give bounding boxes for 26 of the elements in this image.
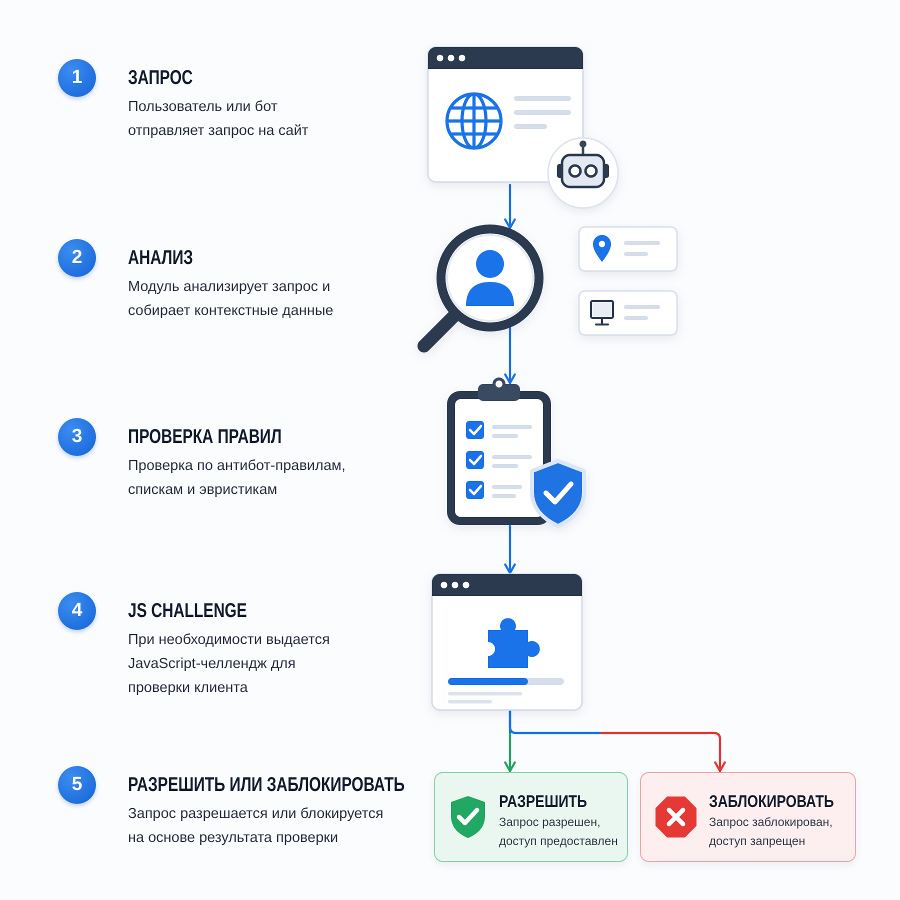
block-result-panel	[640, 772, 856, 862]
step-description: Модуль анализирует запрос и собирает контекстные данные	[128, 278, 334, 321]
step-title: ПРОВЕРКА ПРАВИЛ	[128, 425, 282, 449]
browser-puzzle-illustration	[430, 572, 584, 712]
arrow	[504, 524, 516, 574]
result-description: Запрос заблокирован, доступ запрещен	[709, 814, 834, 850]
step-description: Проверка по антибот-правилам, спискам и эвристикам	[128, 457, 347, 500]
step-title: JS CHALLENGE	[128, 599, 247, 623]
arrow	[508, 710, 726, 772]
step-title: АНАЛИЗ	[128, 246, 194, 270]
result-title: ЗАБЛОКИРОВАТЬ	[709, 792, 834, 812]
step-number: 2	[58, 239, 96, 277]
step-title: РАЗРЕШИТЬ ИЛИ ЗАБЛОКИРОВАТЬ	[128, 773, 405, 797]
step-title: ЗАПРОС	[128, 66, 193, 90]
result-description: Запрос разрешен, доступ предоставлен	[499, 814, 619, 850]
step-number: 3	[58, 418, 96, 456]
allow-result-panel	[434, 772, 628, 862]
arrow	[504, 326, 516, 384]
step-number: 1	[58, 59, 96, 97]
result-title: РАЗРЕШИТЬ	[499, 792, 588, 812]
step-description: Пользователь или бот отправляет запрос на сайт	[128, 98, 310, 141]
step-description: Запрос разрешается или блокируется на основе результата проверки	[128, 805, 384, 848]
arrow	[504, 184, 516, 230]
step-number: 5	[58, 766, 96, 804]
step-number: 4	[58, 592, 96, 630]
step-description: При необходимости выдается JavaScript-челлендж для проверки клиента	[128, 631, 331, 698]
